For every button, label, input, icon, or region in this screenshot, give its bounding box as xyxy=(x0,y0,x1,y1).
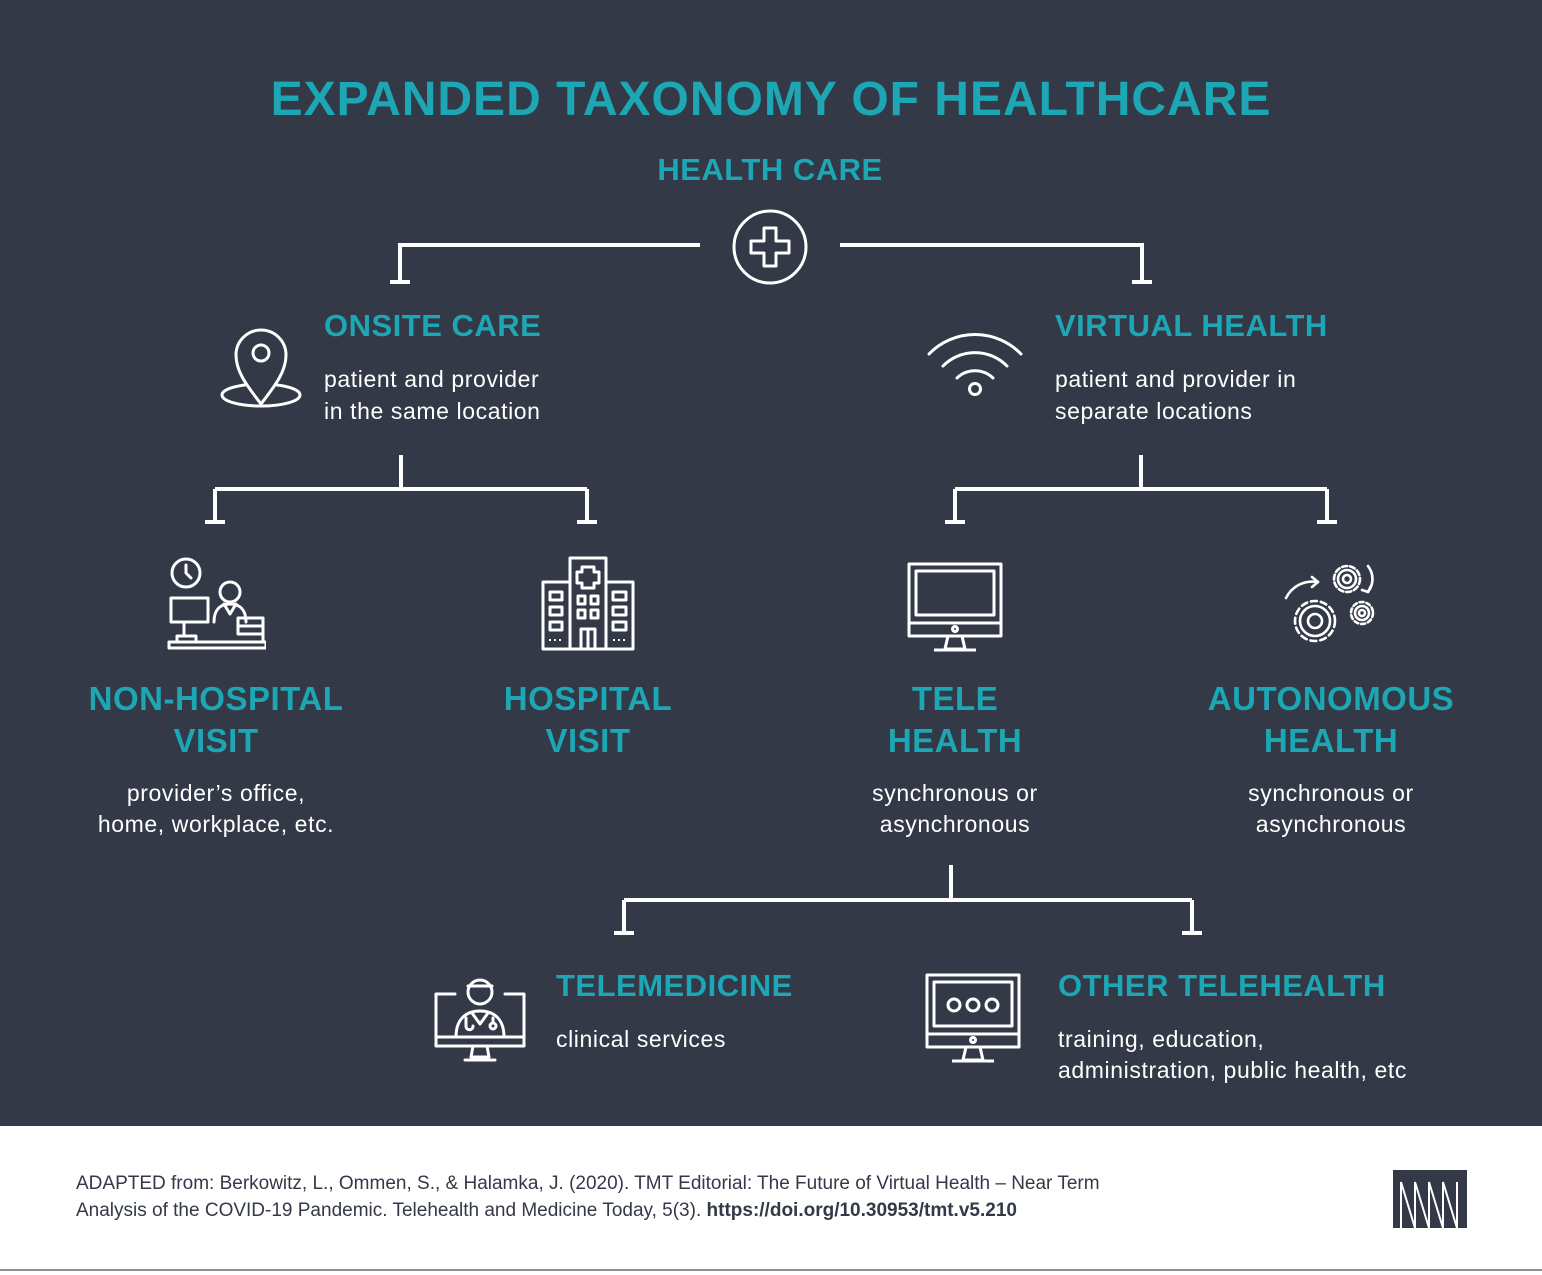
onsite-desc-line1: patient and provider xyxy=(324,366,540,392)
root-title: HEALTH CARE xyxy=(657,152,883,187)
connector-root-virtual xyxy=(840,243,1144,282)
non-hospital-title-line2: VISIT xyxy=(173,722,259,759)
non-hospital-desc-line1: provider’s office, xyxy=(126,780,306,806)
other-telehealth-title: OTHER TELEHEALTH xyxy=(1058,968,1386,1003)
virtual-desc-line2: separate locations xyxy=(1055,398,1253,424)
tele-title-line2: HEALTH xyxy=(887,722,1023,759)
tele-desc-line1: synchronous or xyxy=(872,780,1038,806)
doctor-on-screen-icon xyxy=(434,978,526,1062)
connector-tele-children xyxy=(622,865,1194,933)
citation-text: ADAPTED from: Berkowitz, L., Ommen, S., … xyxy=(76,1170,1316,1224)
citation-footer: ADAPTED from: Berkowitz, L., Ommen, S., … xyxy=(0,1126,1542,1275)
computer-monitor-icon xyxy=(907,562,1003,652)
hospital-building-icon xyxy=(541,556,635,651)
onsite-desc-line2: in the same location xyxy=(324,398,541,424)
telemedicine-title: TELEMEDICINE xyxy=(556,968,793,1003)
non-hospital-desc-line2: home, workplace, etc. xyxy=(97,811,335,837)
citation-line2: Analysis of the COVID-19 Pandemic. Teleh… xyxy=(76,1200,1017,1221)
autonomous-desc-line1: synchronous or xyxy=(1248,780,1414,806)
telemedicine-desc-line1: clinical services xyxy=(556,1026,726,1052)
connector-virtual-children xyxy=(953,455,1329,522)
citation-line1: ADAPTED from: Berkowitz, L., Ommen, S., … xyxy=(76,1173,1100,1194)
autonomous-title-line1: AUTONOMOUS xyxy=(1207,680,1455,717)
virtual-title: VIRTUAL HEALTH xyxy=(1055,308,1328,343)
diagram-panel xyxy=(0,0,1542,1126)
virtual-desc-line1: patient and provider in xyxy=(1055,366,1297,392)
autonomous-title-line2: HEALTH xyxy=(1263,722,1399,759)
location-pin-icon xyxy=(220,328,302,408)
wifi-icon xyxy=(927,332,1023,396)
connector-onsite-children xyxy=(213,455,589,522)
hospital-title-line2: VISIT xyxy=(545,722,631,759)
gears-icon xyxy=(1284,564,1375,643)
tele-title-line1: TELE xyxy=(911,680,999,717)
publisher-logo-icon xyxy=(1393,1170,1467,1228)
bottom-rule xyxy=(0,1269,1542,1271)
connector-root-onsite xyxy=(398,243,700,282)
tele-desc-line2: asynchronous xyxy=(879,811,1031,837)
onsite-title: ONSITE CARE xyxy=(324,308,542,343)
page-title: EXPANDED TAXONOMY OF HEALTHCARE xyxy=(270,73,1272,126)
other-telehealth-desc-line2: administration, public health, etc xyxy=(1058,1057,1407,1083)
hospital-title-line1: HOSPITAL xyxy=(503,680,673,717)
connector-lines xyxy=(205,243,1337,935)
doi-link[interactable]: https://doi.org/10.30953/tmt.v5.210 xyxy=(706,1200,1017,1221)
autonomous-desc-line2: asynchronous xyxy=(1255,811,1407,837)
monitor-dots-icon xyxy=(925,973,1021,1063)
other-telehealth-desc-line1: training, education, xyxy=(1058,1026,1265,1052)
office-worker-icon xyxy=(167,557,266,650)
non-hospital-title-line1: NON-HOSPITAL xyxy=(88,680,344,717)
medical-cross-icon xyxy=(732,209,808,285)
